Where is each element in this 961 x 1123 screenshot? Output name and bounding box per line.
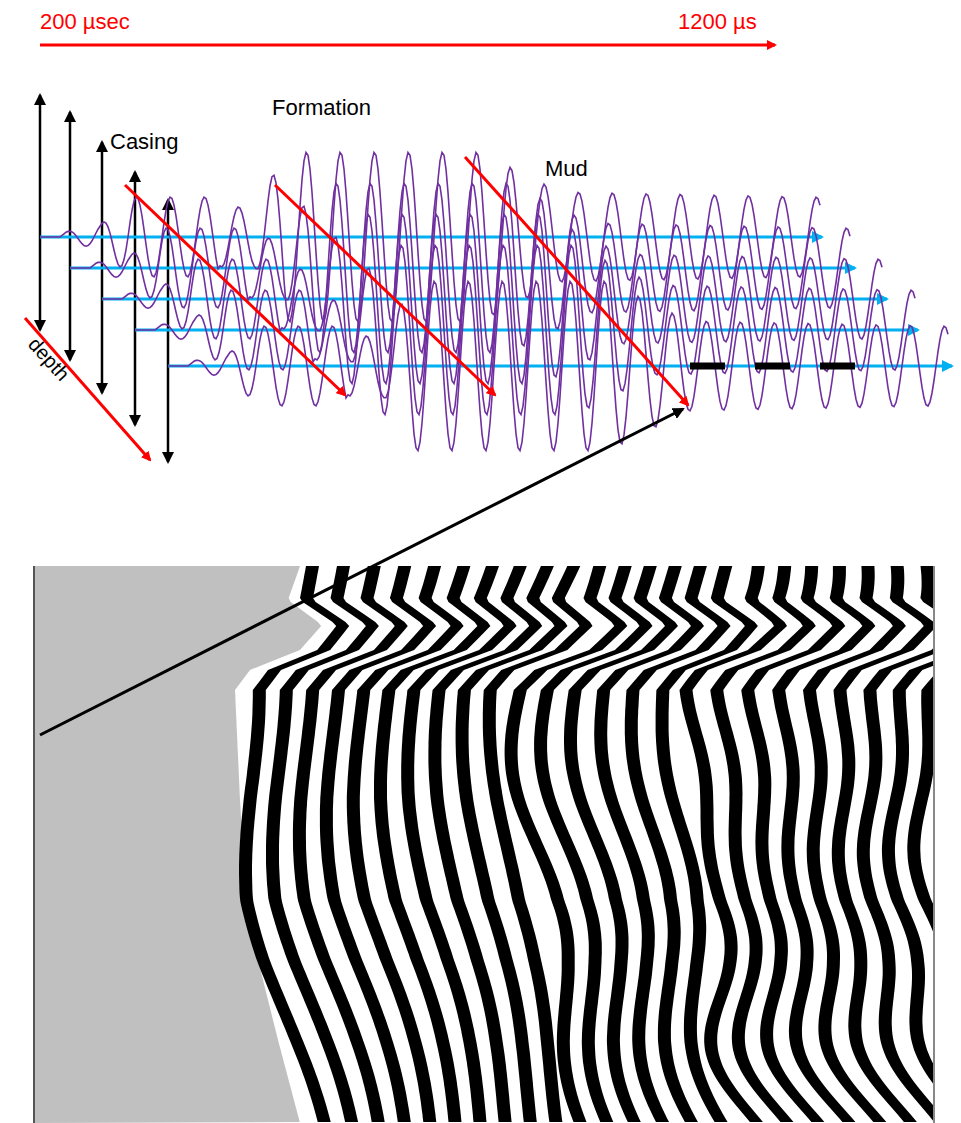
dash-marks	[690, 363, 855, 370]
axis-label: depth	[24, 333, 74, 385]
waveform-trace	[168, 281, 948, 450]
arrival-label: Casing	[110, 130, 178, 154]
waveform-trace	[102, 214, 882, 383]
time-axis	[40, 44, 775, 47]
moveout-arrows	[25, 157, 688, 460]
leader-line	[40, 409, 683, 735]
arrival-label: Mud	[545, 157, 588, 181]
arrival-label: Formation	[272, 96, 371, 120]
waveforms	[40, 152, 948, 450]
vdl-image	[34, 566, 961, 1123]
time-label: 1200 µs	[678, 10, 757, 34]
time-label: 200 µsec	[40, 10, 130, 34]
